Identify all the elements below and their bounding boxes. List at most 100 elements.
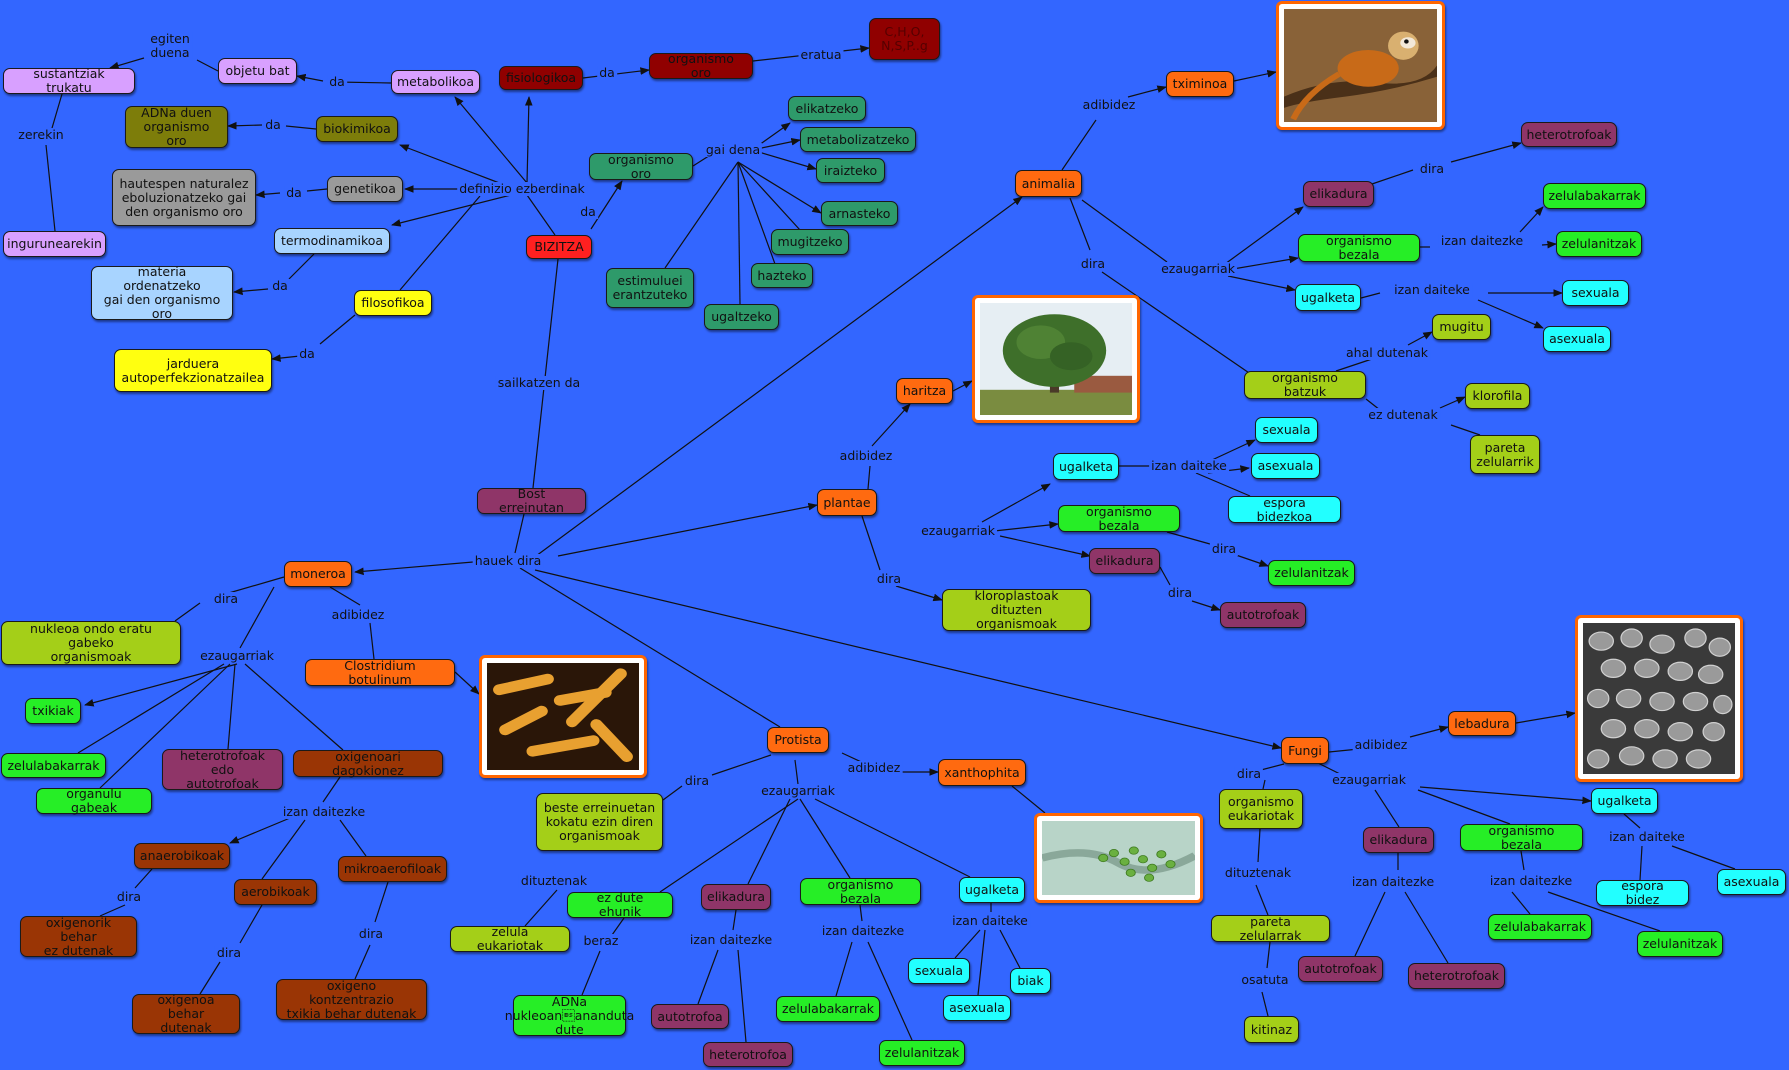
node-asexuala-a[interactable]: asexuala [1543, 326, 1611, 352]
node-metabolizatzeko[interactable]: metabolizatzeko [800, 127, 916, 152]
node-biokimikoa[interactable]: biokimikoa [316, 116, 398, 142]
node-elikadura-a[interactable]: elikadura [1303, 181, 1374, 207]
node-sexuala-p[interactable]: sexuala [908, 958, 970, 984]
node-chonps[interactable]: C,H,O, N,S,P..g [869, 18, 940, 60]
node-organismo-bezala-p[interactable]: organismo bezala [800, 877, 921, 905]
node-elikadura-f[interactable]: elikadura [1363, 827, 1434, 853]
node-filosofikoa[interactable]: filosofikoa [354, 290, 432, 316]
node-iraizteko[interactable]: iraizteko [816, 158, 885, 183]
node-beste-erreinuetan[interactable]: beste erreinuetan kokatu ezin diren orga… [536, 793, 663, 851]
node-elikadura-pl[interactable]: elikadura [1089, 548, 1160, 574]
node-heterotrofoak-a[interactable]: heterotrofoak [1521, 122, 1617, 147]
node-zelulabakarrak-m[interactable]: zelulabakarrak [1, 753, 106, 778]
node-txikiak[interactable]: txikiak [25, 698, 81, 724]
node-organismo-bezala-a[interactable]: organismo bezala [1298, 234, 1420, 262]
node-organismo-batzuk[interactable]: organismo batzuk [1244, 371, 1366, 399]
node-sexuala-a[interactable]: sexuala [1562, 280, 1629, 306]
node-zelulabakarrak-f[interactable]: zelulabakarrak [1488, 914, 1592, 940]
node-termodinamikoa[interactable]: termodinamikoa [274, 228, 390, 254]
node-estimuluei[interactable]: estimuluei erantzuteko [606, 268, 694, 308]
node-autotrofoa-p[interactable]: autotrofoa [651, 1004, 729, 1029]
node-ugalketa-p[interactable]: ugalketa [959, 877, 1025, 903]
node-animalia[interactable]: animalia [1015, 170, 1082, 197]
node-oxigenorik[interactable]: oxigenorik behar ez dutenak [20, 915, 137, 957]
node-metabolikoa[interactable]: metabolikoa [391, 70, 480, 94]
node-asexuala-f[interactable]: asexuala [1717, 869, 1786, 895]
node-ingurunearekin[interactable]: ingurunearekin [3, 231, 106, 257]
node-zelulabakarrak-p[interactable]: zelulabakarrak [776, 996, 880, 1022]
node-heterotrofoa-p[interactable]: heterotrofoa [703, 1042, 793, 1067]
node-organismo-eukariotak[interactable]: organismo eukariotak [1219, 789, 1303, 829]
node-elikatzeko[interactable]: elikatzeko [788, 96, 866, 121]
node-elikadura-p[interactable]: elikadura [701, 884, 771, 910]
node-sexuala-pl[interactable]: sexuala [1255, 417, 1318, 443]
node-plantae[interactable]: plantae [817, 489, 877, 516]
node-zelulanitzak-pl[interactable]: zelulanitzak [1268, 560, 1355, 586]
node-zelulabakarrak-a[interactable]: zelulabakarrak [1543, 183, 1646, 209]
node-sustantziak-trukatu[interactable]: sustantziak trukatu [3, 67, 135, 95]
node-mikroaerofiloak[interactable]: mikroaerofiloak [338, 856, 447, 882]
node-autotrofoak-f[interactable]: autotrofoak [1298, 956, 1383, 982]
node-espora-bidez[interactable]: espora bidez [1596, 879, 1689, 907]
node-jarduera[interactable]: jarduera autoperfekzionatzailea [114, 349, 272, 392]
label-dira-aerobikoak: dira [214, 945, 244, 960]
node-anaerobikoak[interactable]: anaerobikoak [134, 843, 230, 869]
node-heterotrofoak-f[interactable]: heterotrofoak [1408, 963, 1505, 989]
node-ugalketa-f[interactable]: ugalketa [1591, 788, 1658, 814]
node-oxigenoari[interactable]: oxigenoari dagokionez [293, 749, 443, 777]
node-protista[interactable]: Protista [767, 727, 829, 753]
node-materia[interactable]: materia ordenatzeko gai den organismo or… [91, 265, 233, 321]
node-biak-p[interactable]: biak [1010, 968, 1051, 994]
node-organismo-bezala-f[interactable]: organismo bezala [1460, 823, 1583, 851]
node-ugalketa-a[interactable]: ugalketa [1295, 284, 1361, 311]
node-nukleoa[interactable]: nukleoa ondo eratu gabeko organismoak [1, 621, 181, 665]
node-mugitzeko[interactable]: mugitzeko [771, 229, 849, 255]
node-heterotrofoak-edo[interactable]: heterotrofoak edo autotrofoak [162, 748, 283, 790]
node-asexuala-pl[interactable]: asexuala [1251, 453, 1320, 479]
node-moneroa[interactable]: moneroa [284, 561, 352, 587]
node-oxigeno-kontzentrazio[interactable]: oxigeno kontzentrazio txikia behar duten… [276, 978, 427, 1020]
node-bost-erreinutan[interactable]: Bost erreinutan [477, 487, 586, 515]
node-clostridium[interactable]: Clostridium botulinum [305, 658, 455, 686]
node-organismo-bezala-pl[interactable]: organismo bezala [1058, 504, 1180, 532]
node-haritza[interactable]: haritza [896, 378, 953, 404]
node-pareta-zelularrak[interactable]: pareta zelularrak [1211, 914, 1330, 942]
node-genetikoa[interactable]: genetikoa [327, 176, 403, 202]
node-zelulanitzak-a[interactable]: zelulanitzak [1556, 231, 1642, 257]
node-zelulanitzak-p[interactable]: zelulanitzak [879, 1040, 965, 1066]
node-ugaltzeko[interactable]: ugaltzeko [704, 304, 779, 330]
connector-line [895, 585, 943, 602]
node-pareta-zelularrik[interactable]: pareta zelularrik [1470, 435, 1540, 474]
node-zelula-eukariotak[interactable]: zelula eukariotak [450, 925, 570, 953]
node-autotrofoak-pl[interactable]: autotrofoak [1220, 602, 1306, 628]
node-adna-nukleoan[interactable]: ADNa nukleoanananduta dute [504, 993, 635, 1037]
node-kitinaz[interactable]: kitinaz [1244, 1016, 1299, 1043]
node-kloroplastoak[interactable]: kloroplastoak dituzten organismoak [942, 589, 1091, 631]
node-lebadura[interactable]: lebadura [1448, 711, 1516, 736]
node-oxigenoa-behar[interactable]: oxigenoa behar dutenak [132, 993, 240, 1035]
node-organulu-gabeak[interactable]: organulu gabeak [36, 787, 152, 815]
node-hautespen[interactable]: hautespen naturalez eboluzionatzeko gai … [112, 169, 256, 226]
node-bizitza[interactable]: BIZITZA [526, 235, 592, 259]
node-tximinoa[interactable]: tximinoa [1166, 71, 1234, 97]
node-xanthophita[interactable]: xanthophita [938, 759, 1026, 786]
label-dira-moneroa: dira [211, 591, 241, 606]
node-fisiologikoa[interactable]: fisiologikoa [499, 66, 583, 90]
node-arnasteko[interactable]: arnasteko [821, 201, 898, 226]
node-ugalketa-pl[interactable]: ugalketa [1053, 453, 1119, 480]
node-fungi[interactable]: Fungi [1281, 737, 1329, 764]
node-objetu-bat[interactable]: objetu bat [218, 58, 297, 84]
node-zelulanitzak-f[interactable]: zelulanitzak [1637, 931, 1723, 957]
node-espora-bidezkoa[interactable]: espora bidezkoa [1228, 495, 1341, 523]
label-izan-daitezke-oxi: izan daitezke [280, 804, 368, 819]
label-ezaugarriak-protista: ezaugarriak [759, 783, 837, 798]
node-adna-duen[interactable]: ADNa duen organismo oro [125, 106, 228, 148]
node-aerobikoak[interactable]: aerobikoak [234, 879, 317, 905]
node-klorofila[interactable]: klorofila [1465, 383, 1530, 409]
node-organismo-oro-dark[interactable]: organismo oro [649, 52, 753, 80]
node-ez-dute-ehunik[interactable]: ez dute ehunik [567, 891, 673, 919]
node-asexuala-p[interactable]: asexuala [943, 995, 1011, 1021]
node-organismo-oro-teal[interactable]: organismo oro [589, 152, 693, 180]
node-hazteko[interactable]: hazteko [751, 263, 813, 288]
node-mugitu[interactable]: mugitu [1432, 314, 1491, 340]
